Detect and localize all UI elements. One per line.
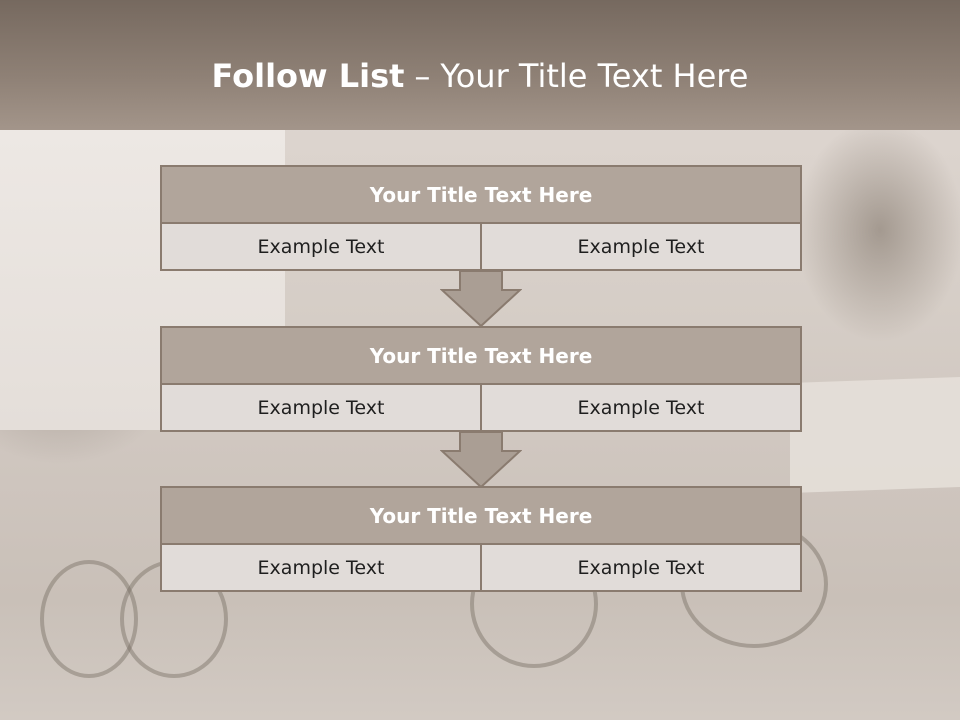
block-row: Example Text Example Text bbox=[160, 222, 802, 271]
down-arrow-icon bbox=[440, 270, 522, 328]
block-cell-right: Example Text bbox=[482, 222, 802, 271]
slide-title-bold: Follow List bbox=[211, 57, 405, 95]
slide-title-rest: Your Title Text Here bbox=[440, 57, 749, 95]
block-cell-left: Example Text bbox=[160, 222, 482, 271]
block-cell-right: Example Text bbox=[482, 383, 802, 432]
block-title: Your Title Text Here bbox=[160, 486, 802, 545]
down-arrow-icon bbox=[440, 431, 522, 489]
block-cell-left: Example Text bbox=[160, 383, 482, 432]
background-board bbox=[790, 377, 960, 493]
list-block-1: Your Title Text Here Example Text Exampl… bbox=[160, 165, 802, 271]
block-cell-left: Example Text bbox=[160, 543, 482, 592]
block-cell-right: Example Text bbox=[482, 543, 802, 592]
block-row: Example Text Example Text bbox=[160, 543, 802, 592]
list-block-2: Your Title Text Here Example Text Exampl… bbox=[160, 326, 802, 432]
slide-title-dash: – bbox=[414, 57, 431, 95]
title-bar bbox=[0, 0, 960, 130]
block-title: Your Title Text Here bbox=[160, 326, 802, 385]
slide-title: Follow List–Your Title Text Here bbox=[0, 56, 960, 96]
list-block-3: Your Title Text Here Example Text Exampl… bbox=[160, 486, 802, 592]
block-row: Example Text Example Text bbox=[160, 383, 802, 432]
block-title: Your Title Text Here bbox=[160, 165, 802, 224]
